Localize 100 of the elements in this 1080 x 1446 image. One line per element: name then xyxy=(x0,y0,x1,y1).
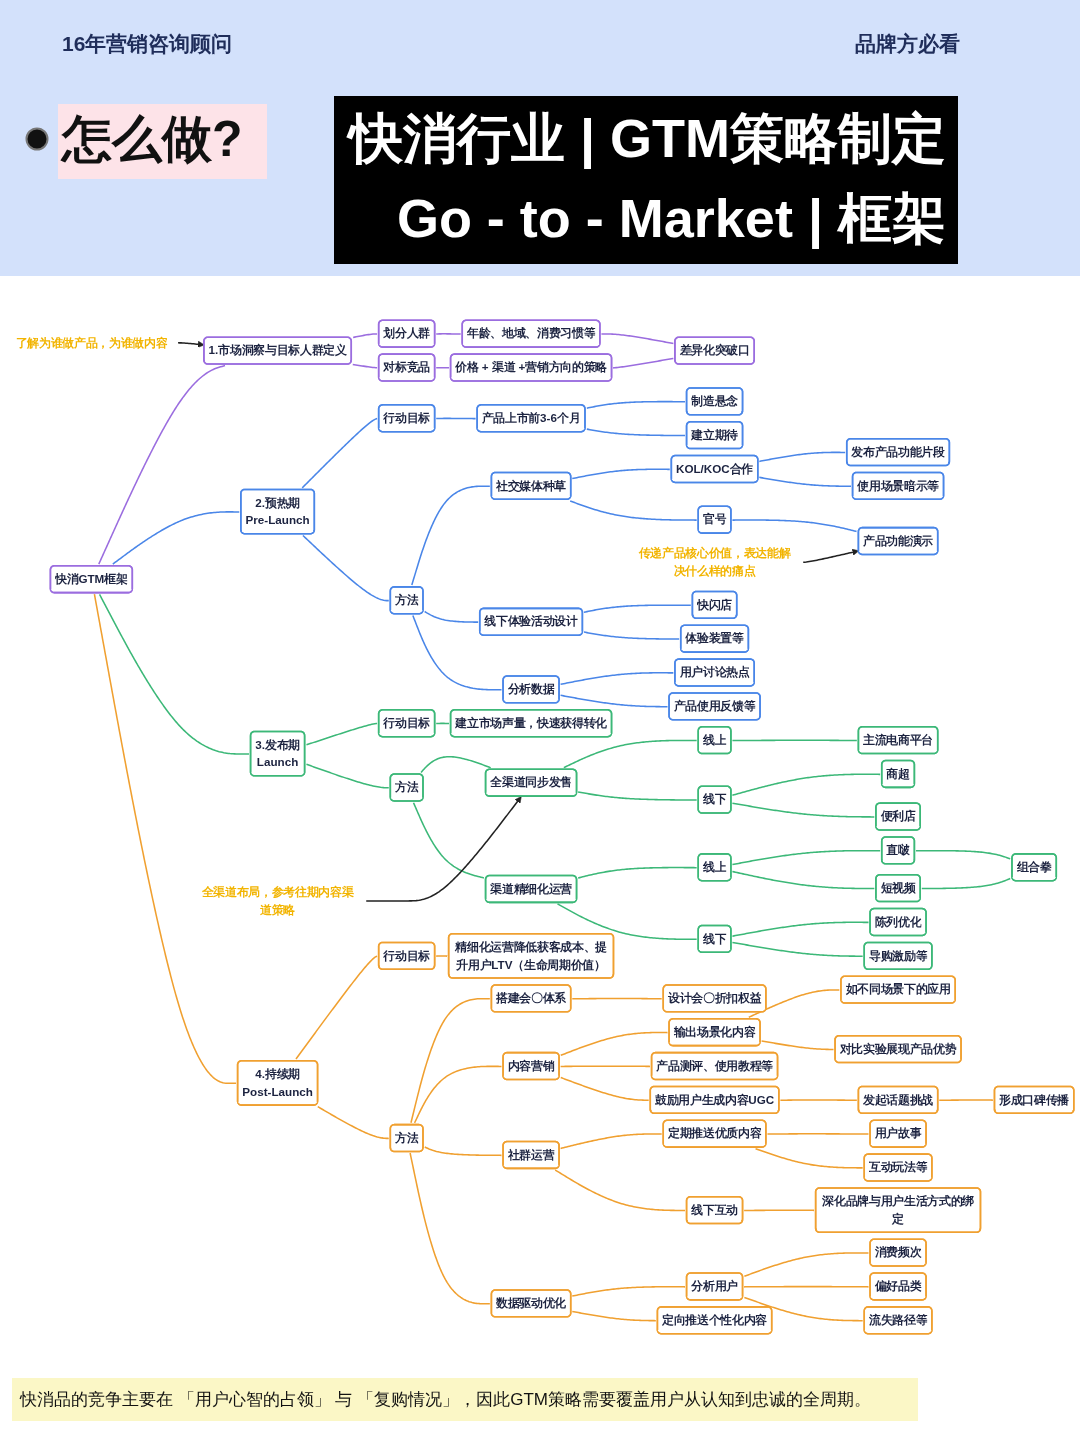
topic-node: 定向推送个性化内容 xyxy=(656,1306,773,1335)
topic-node: 数据驱动优化 xyxy=(490,1289,572,1318)
topic-node: 社群运营 xyxy=(502,1140,560,1170)
connector-line xyxy=(435,333,462,335)
connector-line xyxy=(754,1147,864,1169)
connector-line xyxy=(352,333,378,339)
title: 快消行业 | GTM策略制定 Go - to - Market | 框架 xyxy=(334,96,958,264)
connector-line xyxy=(559,1031,669,1057)
topic-node: 主流电商平台 xyxy=(857,725,939,755)
topic-node: 线下体验活动设计 xyxy=(478,607,584,636)
annotation-text: 全渠道布局，参考往期内容渠道策略 xyxy=(201,885,354,916)
topic-node: 体验装置等 xyxy=(679,624,750,653)
connector-line xyxy=(411,485,491,586)
connector-line xyxy=(731,802,876,818)
annotation-text: 了解为谁做产品，为谁做内容 xyxy=(15,335,168,349)
connector-line xyxy=(316,1105,390,1140)
connector-line xyxy=(743,1296,864,1322)
connector-line xyxy=(731,870,876,890)
connector-line xyxy=(424,1146,503,1157)
topic-node: 建立市场声量，快速获得转化 xyxy=(449,709,613,738)
topic-node: 使用场景暗示等 xyxy=(851,471,945,501)
topic-node: 发起话题挑战 xyxy=(857,1085,939,1115)
connector-line xyxy=(435,417,477,420)
topic-node: 消费频次 xyxy=(869,1238,927,1267)
connector-line xyxy=(577,866,698,879)
topic-node: 短视频 xyxy=(875,874,921,903)
topic-node: 偏好品类 xyxy=(869,1272,927,1301)
connector-line xyxy=(571,997,663,1000)
topic-node: 输出场景化内容 xyxy=(668,1018,761,1047)
topic-node: 对标竞品 xyxy=(377,353,436,382)
connector-line xyxy=(743,1252,870,1278)
connector-line xyxy=(748,989,841,1018)
root-node: 快消GTM框架 xyxy=(49,565,134,594)
connector-line xyxy=(731,519,858,533)
connector-line xyxy=(559,672,675,686)
topic-node: 渠道精细化运营 xyxy=(484,874,578,904)
connector-line xyxy=(435,955,448,957)
topic-node: 商超 xyxy=(880,759,916,789)
topic-node: 行动目标 xyxy=(377,709,436,738)
topic-node: 流失路径等 xyxy=(863,1306,933,1335)
topic-node: 线下互动 xyxy=(685,1195,744,1225)
topic-node: 方法 xyxy=(389,773,424,802)
topic-node: 便利店 xyxy=(875,802,921,831)
topic-node: 3.发布期 Launch xyxy=(249,730,306,777)
topic-node: 陈列优化 xyxy=(869,907,927,937)
topic-node: 定期推送优质内容 xyxy=(662,1119,767,1148)
topic-node: 线上 xyxy=(697,725,732,755)
topic-node: 方法 xyxy=(389,586,424,615)
connector-line xyxy=(305,763,390,789)
topic-node: 形成口碑传播 xyxy=(993,1085,1075,1115)
connector-line xyxy=(731,941,864,957)
topic-node: 1.市场洞察与目标人群定义 xyxy=(203,336,353,365)
topic-node: 差异化突破口 xyxy=(674,336,755,365)
connector-line xyxy=(409,1152,491,1305)
connector-line xyxy=(112,511,241,565)
connector-line xyxy=(758,451,846,463)
connector-line xyxy=(301,417,378,489)
connector-line xyxy=(571,1286,686,1297)
connector-line xyxy=(583,604,692,613)
topic-node: 线下 xyxy=(697,924,732,954)
connector-line xyxy=(554,1169,686,1212)
topic-node: 行动目标 xyxy=(377,404,436,433)
topic-node: 产品测评、使用教程等 xyxy=(650,1051,779,1081)
connector-line xyxy=(571,1310,657,1322)
topic-node: 价格 + 渠道 +营销方向的策略 xyxy=(449,353,613,382)
connector-line xyxy=(731,773,881,797)
topic-node: 2.预热期 Pre-Launch xyxy=(240,488,316,535)
topic-node: 全渠道同步发售 xyxy=(484,768,578,797)
connector-line xyxy=(423,610,479,623)
connector-line xyxy=(731,849,881,866)
connector-line xyxy=(93,593,237,1085)
topic-node: 线下 xyxy=(697,785,732,814)
connector-line xyxy=(779,1099,858,1101)
topic-node: 内容营销 xyxy=(502,1051,560,1081)
topic-node: 分析用户 xyxy=(685,1272,744,1301)
connector-line xyxy=(420,755,492,774)
connector-line xyxy=(412,801,485,879)
topic-node: 社交媒体种草 xyxy=(490,471,572,501)
arrow xyxy=(802,548,860,564)
connector-line xyxy=(413,1065,503,1124)
topic-node: 建立期待 xyxy=(685,421,744,450)
connector-line xyxy=(559,1065,651,1068)
topic-node: 年龄、地域、消费习惯等 xyxy=(461,319,601,348)
topic-node: 互动玩法等 xyxy=(863,1153,933,1182)
annotation-text: 传递产品核心价值，表达能解决什么样的痛点 xyxy=(638,546,791,578)
connector-line xyxy=(302,534,390,602)
connector-line xyxy=(435,722,450,725)
tag-text: 品牌方必看 xyxy=(855,31,960,57)
connector-line xyxy=(766,1133,870,1135)
topic-node: 产品上市前3-6个月 xyxy=(476,404,586,433)
connector-line xyxy=(583,631,680,640)
connector-line xyxy=(921,877,1011,890)
question-heading: 怎么做? xyxy=(58,104,267,179)
topic-node: 4.持续期 Post-Launch xyxy=(236,1060,319,1106)
topic-node: 对比实验展现产品优势 xyxy=(834,1034,962,1064)
connector-line xyxy=(98,364,226,565)
connector-line xyxy=(586,400,686,409)
topic-node: 深化品牌与用户生活方式的绑定 xyxy=(814,1187,982,1233)
topic-node: 组合拳 xyxy=(1011,853,1058,882)
topic-node: 官号 xyxy=(697,505,732,534)
